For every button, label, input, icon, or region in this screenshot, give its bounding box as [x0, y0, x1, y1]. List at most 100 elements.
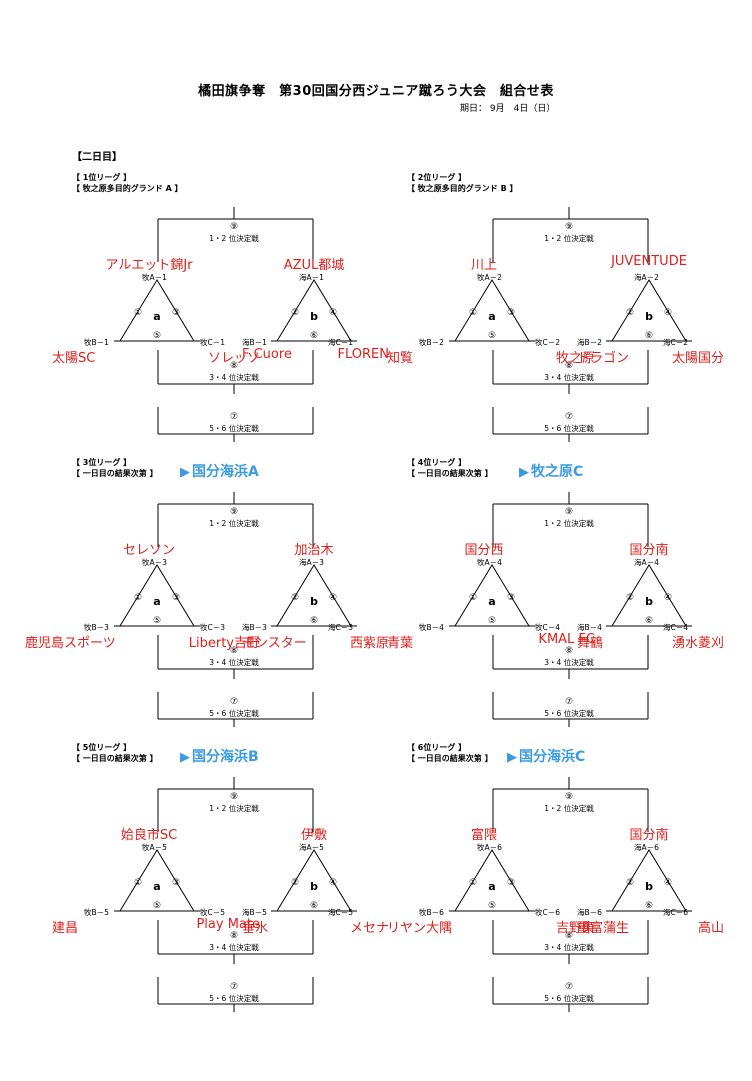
triangle-b	[276, 279, 352, 342]
play-arrow-icon: ▶	[519, 465, 529, 480]
triangle-a	[119, 279, 195, 342]
group-label: a	[153, 310, 161, 323]
slot-code: 牧B－5	[84, 908, 109, 917]
venue-flag-label: 国分海浜B	[192, 749, 259, 765]
slot-code: 牧C－1	[200, 338, 226, 347]
group-label: a	[153, 880, 161, 893]
group-label: b	[645, 880, 653, 893]
team-name: Liberty吉野	[188, 636, 260, 651]
game-7-marker: ⑦	[229, 412, 239, 422]
game-7-label: 5・6 位決定戦	[209, 709, 259, 718]
team-name: 加治木	[294, 543, 334, 558]
match-marker: ④	[328, 878, 338, 888]
group-label: b	[645, 595, 653, 608]
match-marker: ③	[171, 878, 181, 888]
match-marker: ①	[468, 308, 478, 318]
league-title: 【 3位リーグ 】	[72, 458, 132, 467]
slot-code: 海A－6	[634, 843, 659, 852]
triangle-a	[454, 849, 530, 912]
game-9-label: 1・2 位決定戦	[209, 234, 259, 243]
match-marker: ①	[133, 593, 143, 603]
slot-code: 牧B－4	[419, 623, 444, 632]
event-date: 期日： 9月 4日（日）	[460, 104, 556, 114]
slot-code: 海C－6	[663, 908, 689, 917]
slot-code: 海B－1	[242, 338, 267, 347]
venue-flag: ▶国分海浜C	[507, 746, 585, 766]
slot-code: 牧B－2	[419, 338, 444, 347]
league-venue: 【 牧之原多目的グランド B 】	[407, 184, 518, 193]
play-arrow-icon: ▶	[180, 750, 190, 765]
slot-code: 海C－3	[328, 623, 354, 632]
match-marker: ⑥	[309, 901, 319, 911]
team-name: 太陽SC	[52, 351, 96, 366]
play-arrow-icon: ▶	[507, 750, 517, 765]
slot-code: 牧A－4	[477, 558, 502, 567]
game-7-marker: ⑦	[564, 982, 574, 992]
game-8-marker: ⑧	[564, 931, 574, 941]
slot-code: 海B－4	[577, 623, 602, 632]
game-8-label: 3・4 位決定戦	[544, 373, 594, 382]
slot-code: 海A－5	[299, 843, 324, 852]
group-label: b	[310, 880, 318, 893]
match-marker: ⑤	[487, 901, 497, 911]
game-7-label: 5・6 位決定戦	[209, 994, 259, 1003]
game-7-marker: ⑦	[229, 697, 239, 707]
team-name: モンスター	[242, 636, 307, 651]
slot-code: 牧C－3	[200, 623, 226, 632]
venue-flag: ▶牧之原C	[519, 461, 583, 481]
game-8-label: 3・4 位決定戦	[544, 658, 594, 667]
venue-flag-label: 牧之原C	[531, 464, 584, 480]
team-name: JUVENTUDE	[611, 254, 687, 269]
page-title: 橘田旗争奪 第30回国分西ジュニア蹴ろう大会 組合せ表	[198, 84, 554, 99]
team-name: ドラゴン	[577, 351, 630, 366]
game-8-marker: ⑧	[229, 361, 239, 371]
game-9-marker: ⑨	[229, 507, 239, 517]
team-name: 吉野東	[555, 921, 595, 936]
slot-code: 海B－3	[242, 623, 267, 632]
bracket-diagram	[449, 492, 692, 727]
match-marker: ①	[468, 878, 478, 888]
game-8-marker: ⑧	[229, 646, 239, 656]
slot-code: 海B－6	[577, 908, 602, 917]
match-marker: ③	[171, 593, 181, 603]
slot-code: 牧A－5	[142, 843, 167, 852]
match-marker: ⑤	[152, 901, 162, 911]
slot-code: 牧C－2	[535, 338, 561, 347]
match-marker: ④	[328, 593, 338, 603]
league-title: 【 1位リーグ 】	[72, 173, 132, 182]
match-marker: ②	[625, 878, 635, 888]
team-name: Play Mate	[196, 917, 260, 932]
slot-code: 牧B－3	[84, 623, 109, 632]
team-name: 高山	[697, 921, 724, 936]
match-marker: ⑤	[487, 331, 497, 341]
match-marker: ③	[506, 878, 516, 888]
game-9-label: 1・2 位決定戦	[209, 519, 259, 528]
league-venue: 【 一日目の結果次第 】	[72, 469, 158, 478]
team-name: 富隈	[470, 828, 497, 843]
play-arrow-icon: ▶	[180, 465, 190, 480]
team-name: メセナ	[349, 921, 389, 936]
group-label: b	[645, 310, 653, 323]
triangle-a	[454, 279, 530, 342]
game-8-label: 3・4 位決定戦	[209, 373, 259, 382]
game-8-label: 3・4 位決定戦	[209, 943, 259, 952]
game-8-marker: ⑧	[564, 361, 574, 371]
team-name: ソレッソ	[207, 351, 260, 366]
game-9-marker: ⑨	[229, 222, 239, 232]
league-venue: 【 一日目の結果次第 】	[407, 469, 493, 478]
game-7-label: 5・6 位決定戦	[209, 424, 259, 433]
match-marker: ⑥	[644, 901, 654, 911]
slot-code: 牧C－5	[200, 908, 226, 917]
team-name: 伊敷	[300, 828, 327, 843]
bracket-diagram	[114, 777, 357, 1012]
bracket-diagram	[114, 492, 357, 727]
game-8-marker: ⑧	[564, 646, 574, 656]
team-name: KMAL FC	[538, 632, 595, 647]
game-9-marker: ⑨	[564, 507, 574, 517]
match-marker: ①	[468, 593, 478, 603]
slot-code: 牧A－6	[477, 843, 502, 852]
day-heading: 【二日目】	[72, 152, 122, 163]
venue-flag-label: 国分海浜C	[519, 749, 586, 765]
match-marker: ④	[663, 593, 673, 603]
